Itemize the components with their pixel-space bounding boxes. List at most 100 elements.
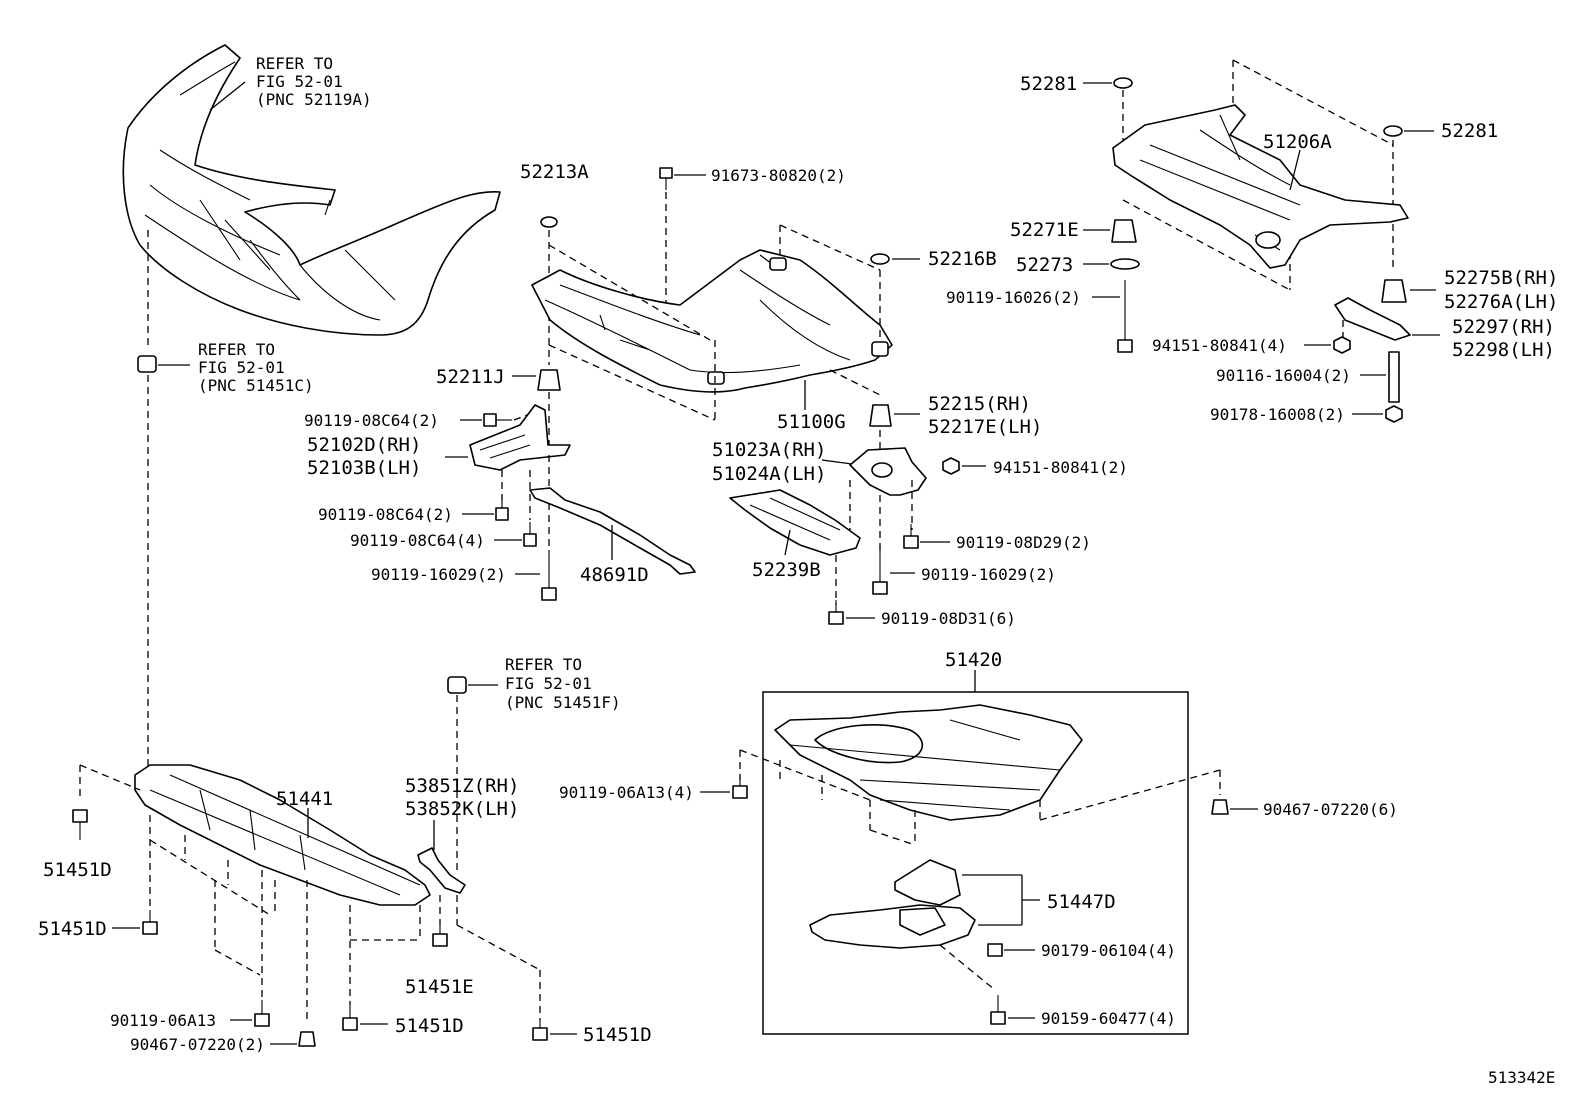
label-94151-80841-b: 94151-80841(4) xyxy=(1152,336,1287,355)
front-bumper-cover[interactable] xyxy=(122,44,501,336)
bolt-51451E[interactable]: 51451E xyxy=(405,924,474,998)
label-90179-06104: 90179-06104(4) xyxy=(1041,941,1176,960)
bolt-90119-08D31[interactable]: 90119-08D31(6) xyxy=(828,600,1016,628)
ref-51451C-line3: (PNC 51451C) xyxy=(198,376,314,395)
under-cover-51441[interactable]: 51441 xyxy=(134,764,431,906)
bolt-90119-16029-a[interactable]: 90119-16029(2) xyxy=(371,550,557,601)
label-52297: 52297(RH) xyxy=(1452,316,1555,338)
ref-52119A: REFER TO FIG 52-01 (PNC 52119A) xyxy=(209,54,372,111)
label-51451E: 51451E xyxy=(405,976,474,998)
brace-52297[interactable]: 52297(RH) 52298(LH) xyxy=(1334,297,1555,361)
bolt-90119-06A13-b[interactable]: 90119-06A13 xyxy=(110,1000,270,1030)
bolt-51451D-b[interactable]: 51451D xyxy=(38,910,158,940)
ref-51451F-line1: REFER TO xyxy=(505,655,582,674)
washer-52213A[interactable]: 52213A xyxy=(520,161,589,228)
stud-90116-16004[interactable]: 90116-16004(2) xyxy=(1216,351,1400,403)
clip-90467-07220-a[interactable]: 90467-07220(6) xyxy=(1211,799,1398,819)
label-52217E: 52217E(LH) xyxy=(928,416,1042,438)
label-90119-06A13-a: 90119-06A13(4) xyxy=(559,783,694,802)
ref-52119A-line2: FIG 52-01 xyxy=(256,72,343,91)
bolt-91673-80820[interactable]: 91673-80820(2) xyxy=(659,166,846,190)
nut-94151-80841-a[interactable]: 94151-80841(2) xyxy=(942,457,1128,477)
bolt-90119-08C64-c[interactable]: 90119-08C64(4) xyxy=(350,522,537,550)
label-51024A: 51024A(LH) xyxy=(712,463,826,485)
label-52281-b: 52281 xyxy=(1441,120,1498,142)
ref-52119A-line1: REFER TO xyxy=(256,54,333,73)
cover-51447D[interactable]: 51447D xyxy=(809,859,1116,949)
label-90119-16029-a: 90119-16029(2) xyxy=(371,565,506,584)
label-90119-08C64-c: 90119-08C64(4) xyxy=(350,531,485,550)
label-52103B: 52103B(LH) xyxy=(307,457,421,479)
label-52275B: 52275B(RH) xyxy=(1444,267,1558,289)
bracket-53851Z[interactable]: 53851Z(RH) 53852K(LH) xyxy=(405,775,519,894)
washer-52273[interactable]: 52273 xyxy=(1016,254,1140,276)
crossmember-51206A[interactable]: 51206A xyxy=(1112,104,1409,269)
label-51441: 51441 xyxy=(276,788,333,810)
clip-90467-07220-b[interactable]: 90467-07220(2) xyxy=(130,1031,316,1054)
label-52239B: 52239B xyxy=(752,559,821,581)
label-90178-16008: 90178-16008(2) xyxy=(1210,405,1345,424)
bush-52275B[interactable]: 52275B(RH) 52276A(LH) xyxy=(1381,267,1558,313)
brace-52239B[interactable]: 52239B xyxy=(729,489,861,581)
assembly-box-51420: 51420 xyxy=(762,649,1189,1035)
bush-52215[interactable]: 52215(RH) 52217E(LH) xyxy=(869,393,1042,438)
label-51451D-b: 51451D xyxy=(38,918,107,940)
under-cover-upper[interactable] xyxy=(774,704,1083,821)
bolt-90119-08C64-b[interactable]: 90119-08C64(2) xyxy=(318,496,509,524)
label-52273: 52273 xyxy=(1016,254,1073,276)
label-52211J: 52211J xyxy=(436,366,505,388)
bush-52271E[interactable]: 52271E xyxy=(1010,219,1137,243)
label-52281-a: 52281 xyxy=(1020,73,1077,95)
label-94151-80841-a: 94151-80841(2) xyxy=(993,458,1128,477)
label-90467-07220-b: 90467-07220(2) xyxy=(130,1035,265,1054)
clip-51451F[interactable]: REFER TO FIG 52-01 (PNC 51451F) xyxy=(447,655,621,712)
label-90119-06A13-b: 90119-06A13 xyxy=(110,1011,216,1030)
bracket-52102D[interactable]: 52102D(RH) 52103B(LH) xyxy=(307,404,571,479)
label-51023A: 51023A(RH) xyxy=(712,439,826,461)
label-51206A: 51206A xyxy=(1263,131,1332,153)
washer-52281-b[interactable]: 52281 xyxy=(1383,120,1498,142)
figure-id: 513342E xyxy=(1488,1068,1555,1087)
washer-52281-a[interactable]: 52281 xyxy=(1020,73,1133,95)
ref-51451F-line2: FIG 52-01 xyxy=(505,674,592,693)
label-53851Z: 53851Z(RH) xyxy=(405,775,519,797)
label-51451D-c: 51451D xyxy=(395,1015,464,1037)
bolt-51451D-d[interactable]: 51451D xyxy=(532,1020,652,1046)
bush-52211J[interactable]: 52211J xyxy=(436,366,561,391)
ref-51451F-line3: (PNC 51451F) xyxy=(505,693,621,712)
bolt-51451D-c[interactable]: 51451D xyxy=(342,1005,464,1037)
label-52102D: 52102D(RH) xyxy=(307,434,421,456)
bolt-90119-08C64-a[interactable]: 90119-08C64(2) xyxy=(304,411,512,430)
bolt-51451D-a[interactable]: 51451D xyxy=(43,809,112,881)
label-51420: 51420 xyxy=(945,649,1002,671)
nut-90179-06104[interactable]: 90179-06104(4) xyxy=(987,941,1176,960)
label-91673-80820: 91673-80820(2) xyxy=(711,166,846,185)
crossmember-51100G[interactable]: 51100G xyxy=(531,249,893,433)
washer-52216B[interactable]: 52216B xyxy=(870,248,997,270)
label-48691D: 48691D xyxy=(580,564,649,586)
bolt-90119-08D29[interactable]: 90119-08D29(2) xyxy=(903,524,1091,552)
bolt-90119-16026[interactable]: 90119-16026(2) xyxy=(946,280,1133,353)
bolt-90119-06A13-a[interactable]: 90119-06A13(4) xyxy=(559,774,748,802)
label-90119-16026: 90119-16026(2) xyxy=(946,288,1081,307)
ref-52119A-line3: (PNC 52119A) xyxy=(256,90,372,109)
label-52215: 52215(RH) xyxy=(928,393,1031,415)
nut-90178-16008[interactable]: 90178-16008(2) xyxy=(1210,405,1403,424)
label-53852K: 53852K(LH) xyxy=(405,798,519,820)
rod-48691D[interactable]: 48691D xyxy=(529,487,696,586)
label-90116-16004: 90116-16004(2) xyxy=(1216,366,1351,385)
bolt-90119-16029-b[interactable]: 90119-16029(2) xyxy=(872,548,1056,595)
ref-51451C-line1: REFER TO xyxy=(198,340,275,359)
label-52213A: 52213A xyxy=(520,161,589,183)
label-90119-08D29: 90119-08D29(2) xyxy=(956,533,1091,552)
nut-94151-80841-b[interactable]: 94151-80841(4) xyxy=(1152,336,1351,355)
clip-51451C[interactable]: REFER TO FIG 52-01 (PNC 51451C) xyxy=(137,340,314,395)
label-52276A: 52276A(LH) xyxy=(1444,291,1558,313)
bracket-51023A[interactable]: 51023A(RH) 51024A(LH) xyxy=(712,439,927,496)
label-52216B: 52216B xyxy=(928,248,997,270)
label-90467-07220-a: 90467-07220(6) xyxy=(1263,800,1398,819)
bolt-90159-60477[interactable]: 90159-60477(4) xyxy=(990,995,1176,1028)
label-52298: 52298(LH) xyxy=(1452,339,1555,361)
label-51447D: 51447D xyxy=(1047,891,1116,913)
